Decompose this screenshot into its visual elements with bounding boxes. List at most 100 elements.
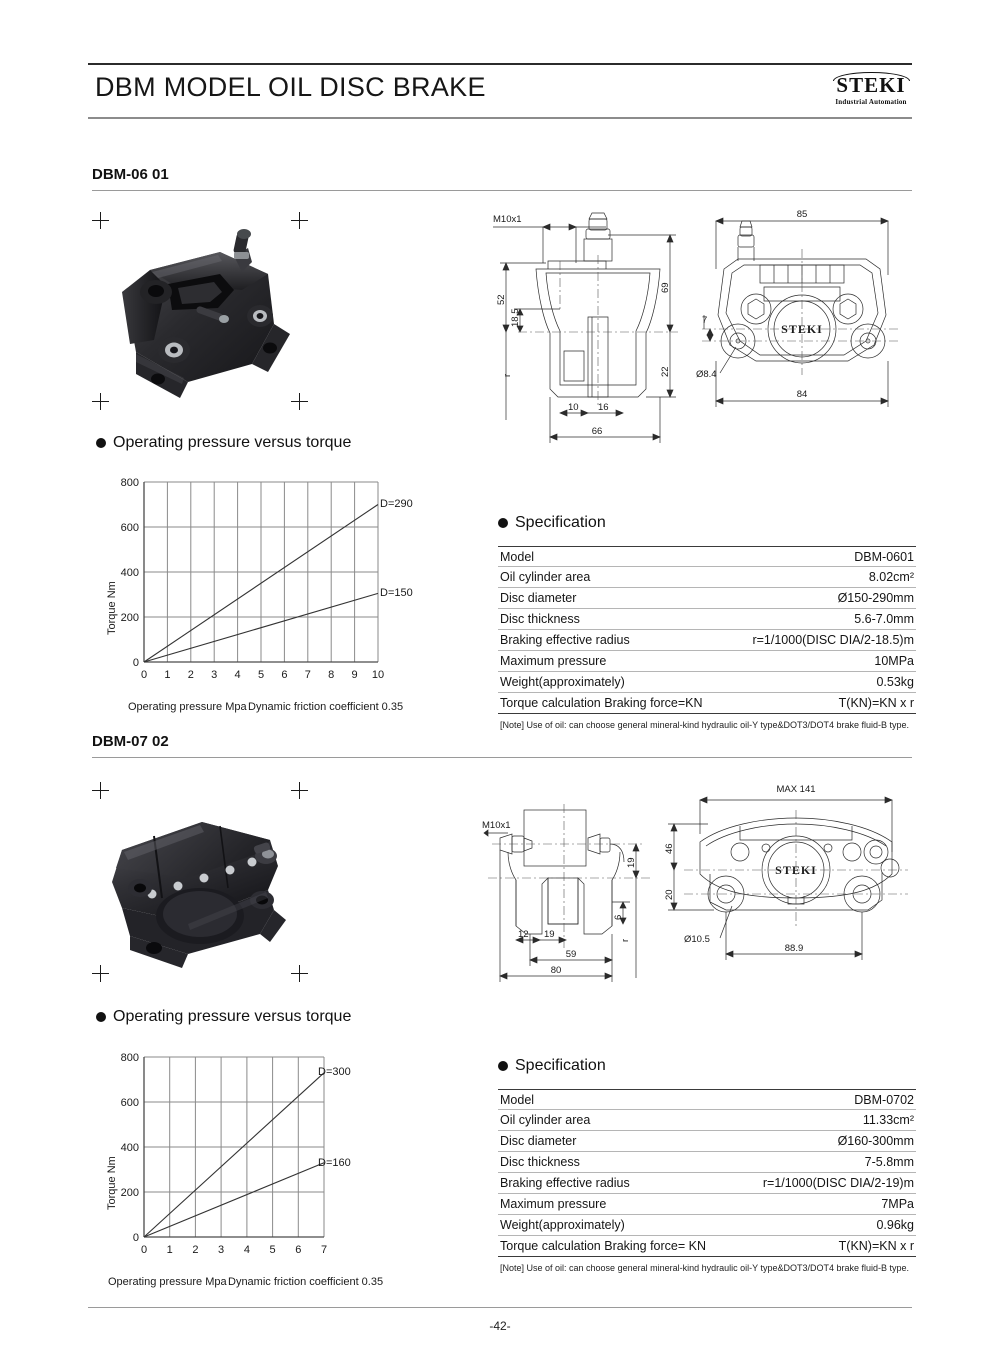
section-title-dbm-06: DBM-06 01 (92, 166, 169, 183)
chart1-xtick-1: 1 (164, 669, 170, 681)
spec-key: Braking effective radius (500, 633, 630, 647)
spec-table-dbm-06: Model DBM-0601 Oil cylinder area 8.02cm²… (498, 546, 916, 731)
table-row: Weight(approximately) 0.53kg (498, 672, 916, 693)
spec-key: Disc diameter (500, 591, 577, 605)
chart1-xlabel: Operating pressure Mpa (128, 701, 247, 713)
chart2-xlabel: Operating pressure Mpa (108, 1276, 227, 1288)
section-rule-dbm-06 (92, 190, 912, 191)
dim-max-141: MAX 141 (776, 784, 815, 795)
spec-key: Torque calculation Braking force=KN (500, 696, 703, 710)
spec-key: Torque calculation Braking force= KN (500, 1239, 707, 1253)
chart1-xtick-7: 7 (305, 669, 311, 681)
chart2-series-label-d300: D=300 (318, 1066, 351, 1078)
chart2-annotation: Dynamic friction coefficient 0.35 (228, 1276, 384, 1288)
chart1-xtick-3: 3 (211, 669, 217, 681)
dim-m10x1: M10x1 (493, 214, 522, 225)
chart1-xtick-5: 5 (258, 669, 264, 681)
drawing-dbm-06: M10x1 (488, 205, 918, 470)
chart-heading-dbm-06: Operating pressure versus torque (96, 434, 351, 452)
chart1-xtick-10: 10 (372, 669, 384, 681)
chart2-xtick-5: 5 (270, 1244, 276, 1256)
chart1-series-label-d150: D=150 (380, 587, 413, 599)
chart1-xtick-0: 0 (141, 669, 147, 681)
spec-key: Maximum pressure (500, 1197, 607, 1211)
spec-value: 0.53kg (876, 675, 914, 689)
table-row: Disc thickness 7-5.8mm (498, 1152, 916, 1173)
spec-key: Oil cylinder area (500, 570, 591, 584)
chart1-ytick-600: 600 (121, 522, 139, 534)
dim-20: 20 (664, 889, 675, 900)
table-row: Model DBM-0601 (498, 546, 916, 567)
spec-table-dbm-07: Model DBM-0702 Oil cylinder area 11.33cm… (498, 1089, 916, 1274)
dim-16: 16 (598, 402, 609, 413)
spec-value: Ø160-300mm (837, 1134, 914, 1148)
section-rule-dbm-07 (92, 757, 912, 758)
spec-note-dbm-07: [Note] Use of oil: can choose general mi… (500, 1263, 910, 1273)
chart-heading-text: Operating pressure versus torque (113, 434, 352, 451)
chart-heading-text: Operating pressure versus torque (113, 1008, 352, 1025)
dim-80: 80 (551, 965, 562, 976)
spec-key: Weight(approximately) (500, 675, 625, 689)
dim-85: 85 (797, 209, 808, 220)
spec-value: T(KN)=KN x r (838, 696, 914, 710)
chart2-series-d160 (143, 1162, 325, 1238)
dim-10: 10 (568, 402, 579, 413)
dim-m10x1-2: M10x1 (482, 820, 511, 831)
table-row: Weight(approximately) 0.96kg (498, 1215, 916, 1236)
chart1-xtick-4: 4 (235, 669, 241, 681)
chart1-series-d290 (143, 504, 379, 663)
dim-46: 46 (664, 843, 675, 854)
crop-mark-icon (92, 965, 109, 982)
chart2-series-label-d160: D=160 (318, 1157, 351, 1169)
spec-value: r=1/1000(DISC DIA/2-19)m (762, 1176, 914, 1190)
chart2-ytick-400: 400 (121, 1142, 139, 1154)
chart2-xtick-3: 3 (218, 1244, 224, 1256)
bullet-dot-icon (498, 1061, 508, 1071)
spec-key: Maximum pressure (500, 654, 607, 668)
spec-value: 0.96kg (876, 1218, 914, 1232)
crop-mark-icon (92, 782, 109, 799)
chart1-ylabel: Torque Nm (106, 581, 118, 635)
dim-59: 59 (566, 949, 577, 960)
caliper-photo-illustration (122, 229, 290, 398)
chart2-xtick-4: 4 (244, 1244, 250, 1256)
table-row: Model DBM-0702 (498, 1089, 916, 1110)
spec-value: 10MPa (874, 654, 914, 668)
crop-mark-icon (291, 393, 308, 410)
dim-84: 84 (797, 389, 808, 400)
chart2-ytick-200: 200 (121, 1187, 139, 1199)
spec-value: 7MPa (881, 1197, 914, 1211)
dim-69: 69 (660, 282, 671, 293)
chart2-series-d300 (143, 1072, 325, 1238)
spec-heading-text: Specification (515, 1057, 606, 1074)
chart2-ytick-600: 600 (121, 1097, 139, 1109)
bullet-dot-icon (498, 518, 508, 528)
crop-mark-icon (291, 212, 308, 229)
section-title-dbm-07: DBM-07 02 (92, 733, 169, 750)
chart1-ytick-0: 0 (133, 657, 139, 669)
steki-logo: STEKI Industrial Automation (828, 70, 914, 110)
spec-heading-text: Specification (515, 514, 606, 531)
dim-52: 52 (496, 294, 507, 305)
spec-key: Braking effective radius (500, 1176, 630, 1190)
header-rule-bottom (88, 117, 912, 119)
dim-6: 6 (613, 915, 624, 920)
spec-value: r=1/1000(DISC DIA/2-18.5)m (752, 633, 914, 647)
chart1-series-d150 (143, 592, 379, 663)
dim-d10-5: Ø10.5 (684, 934, 710, 945)
chart1-ytick-400: 400 (121, 567, 139, 579)
table-row: Disc thickness 5.6-7.0mm (498, 609, 916, 630)
logo-wordmark: STEKI (833, 71, 910, 96)
table-row: Disc diameter Ø160-300mm (498, 1131, 916, 1152)
header-rule-top (88, 63, 912, 65)
chart1-annotation: Dynamic friction coefficient 0.35 (248, 701, 404, 713)
dim-r-2: r (620, 939, 631, 942)
spec-value: DBM-0702 (854, 1092, 914, 1107)
chart-dbm-07: 800 600 400 200 0 0 1 2 3 4 5 6 7 (100, 1045, 420, 1260)
spec-value: T(KN)=KN x r (838, 1239, 914, 1253)
product-photo-dbm-07 (92, 782, 308, 982)
bullet-dot-icon (96, 1012, 106, 1022)
chart2-ytick-0: 0 (133, 1232, 139, 1244)
chart2-xtick-0: 0 (141, 1244, 147, 1256)
spec-value: Ø150-290mm (837, 591, 914, 605)
